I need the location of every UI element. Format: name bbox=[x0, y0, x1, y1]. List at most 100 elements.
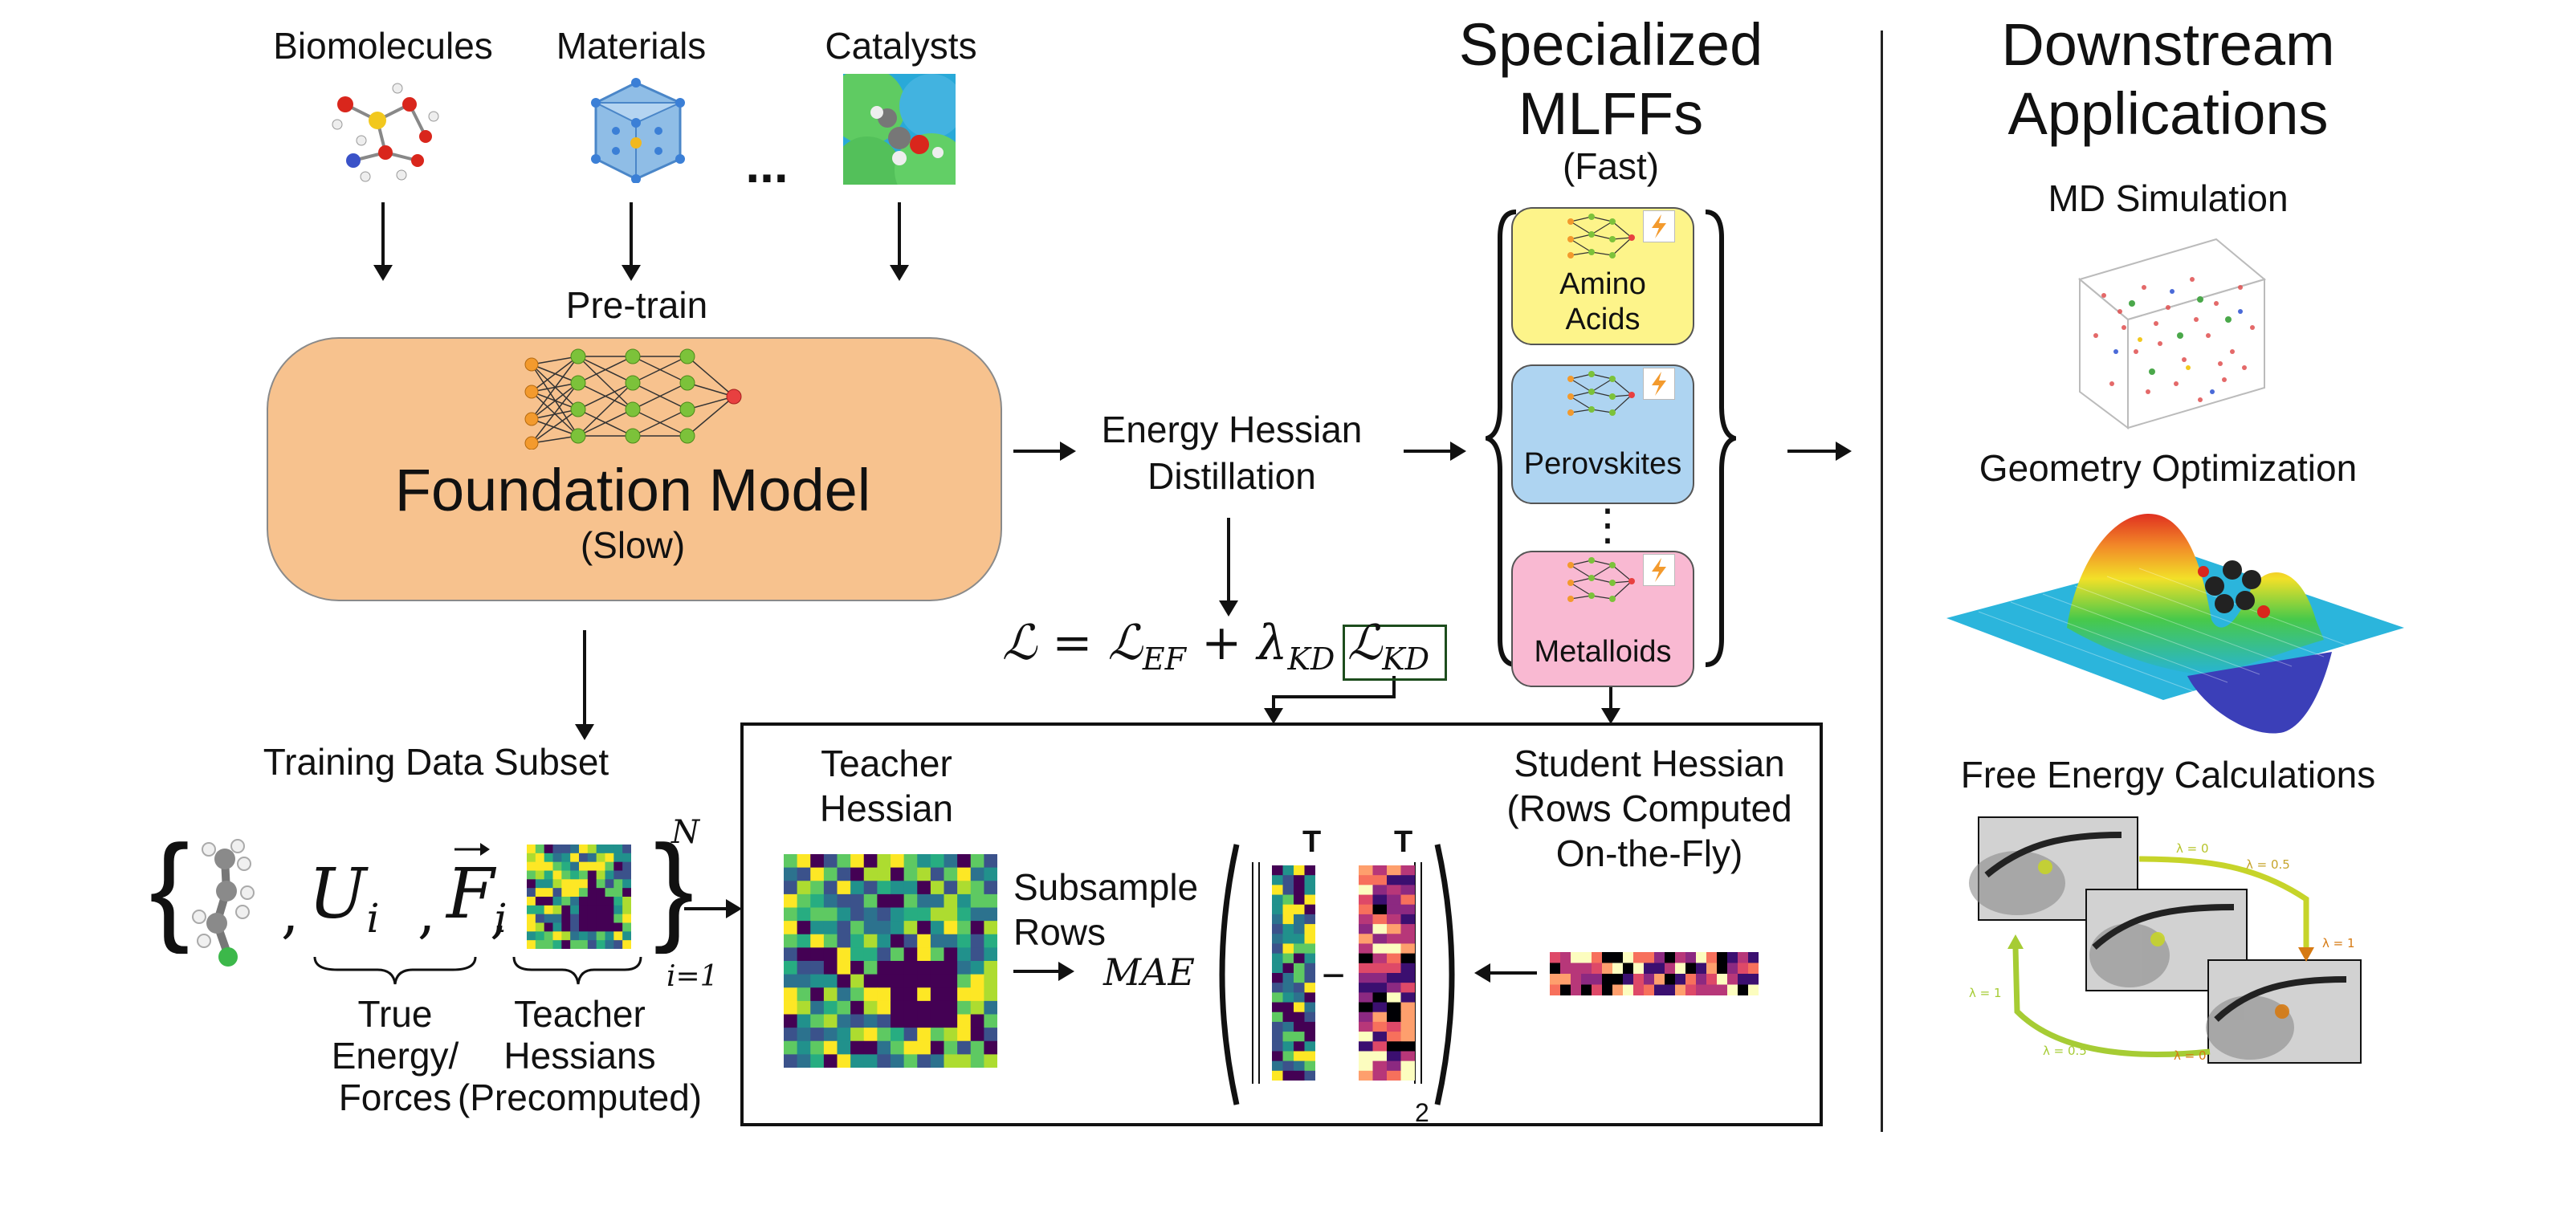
teacher-hessian-cell bbox=[877, 921, 891, 935]
teacher-hessian-cell bbox=[837, 1000, 851, 1016]
student-row-cell bbox=[1400, 924, 1415, 934]
student-row-cell bbox=[1359, 914, 1373, 925]
teacher-row-cell bbox=[1304, 1002, 1315, 1013]
teacher-row-cell bbox=[1272, 1060, 1283, 1072]
teacher-hessian-cell bbox=[957, 1014, 972, 1028]
small-hessian-cell bbox=[552, 905, 562, 915]
mlff-network-icon-3 bbox=[1567, 557, 1635, 602]
teacher-hessian-cell bbox=[823, 987, 838, 1002]
teacher-hessian-cell bbox=[903, 974, 918, 988]
small-hessian-cell bbox=[605, 870, 614, 880]
teacher-row-cell bbox=[1282, 1032, 1294, 1042]
teacher-hessian-cell bbox=[850, 1000, 865, 1016]
small-hessian-cell bbox=[535, 931, 545, 941]
geometry-optimization-image bbox=[1946, 513, 2404, 734]
teacher-hessian-cell bbox=[797, 854, 811, 869]
small-hessian-cell bbox=[579, 845, 589, 854]
teacher-hessian-cell bbox=[944, 921, 958, 935]
student-row-cell bbox=[1359, 973, 1373, 983]
teacher-row-cell bbox=[1294, 983, 1305, 993]
student-row-cell bbox=[1359, 894, 1373, 906]
loss-lambda: λ bbox=[1257, 615, 1288, 671]
student-strip-cell bbox=[1665, 984, 1676, 995]
small-hessian-cell bbox=[570, 870, 580, 880]
teacher-hessian-cell bbox=[917, 974, 931, 988]
teacher-hessian-cell bbox=[810, 1028, 825, 1042]
teacher-row-cell bbox=[1304, 1041, 1315, 1052]
student-strip-cell bbox=[1581, 952, 1592, 963]
teacher-row-cell bbox=[1304, 894, 1315, 906]
teacher-row-cell bbox=[1304, 1060, 1315, 1072]
student-strip-cell bbox=[1612, 963, 1624, 975]
small-hessian-cell bbox=[535, 861, 545, 871]
teacher-hessian-cell bbox=[797, 961, 811, 975]
teacher-hessian-cell bbox=[797, 1028, 811, 1042]
student-row-cell bbox=[1359, 1011, 1373, 1023]
teacher-hessian-cell bbox=[891, 1040, 905, 1055]
small-hessian-cell bbox=[596, 861, 605, 871]
teacher-hessian-cell bbox=[823, 893, 838, 909]
student-row-cell bbox=[1400, 875, 1415, 885]
student-strip-cell bbox=[1685, 952, 1697, 963]
foundation-network-icon bbox=[524, 348, 742, 450]
student-strip-cell bbox=[1623, 963, 1634, 975]
teacher-row-cell bbox=[1294, 992, 1305, 1003]
student-strip-cell bbox=[1644, 963, 1655, 975]
teacher-hessian-cell bbox=[930, 907, 945, 922]
small-hessian-cell bbox=[605, 879, 614, 889]
teacher-hessian-cell bbox=[957, 961, 972, 975]
student-strip-cell bbox=[1581, 963, 1592, 975]
teacher-hessian-cell bbox=[984, 867, 997, 881]
set-lower-limit: i=1 bbox=[666, 960, 719, 993]
teacher-hessian-cell bbox=[957, 987, 972, 1002]
student-strip-cell bbox=[1571, 952, 1582, 963]
teacher-hessian-cell bbox=[891, 893, 905, 909]
training-molecule-image bbox=[192, 839, 255, 967]
teacher-hessian-cell bbox=[903, 893, 918, 909]
teacher-row-cell bbox=[1304, 1051, 1315, 1062]
student-row-cell bbox=[1359, 1051, 1373, 1062]
small-hessian-cell bbox=[605, 888, 614, 897]
teacher-hessian-cell bbox=[837, 1028, 851, 1042]
teacher-hessian-cell bbox=[837, 867, 851, 881]
teacher-row-cell bbox=[1294, 934, 1305, 944]
small-hessian-cell bbox=[579, 940, 589, 949]
teacher-row-cell bbox=[1304, 983, 1315, 993]
student-row-cell bbox=[1372, 875, 1388, 885]
teacher-row-cell bbox=[1294, 904, 1305, 915]
teacher-hessian-cell bbox=[930, 961, 945, 975]
teacher-hessian-cell bbox=[903, 1000, 918, 1016]
student-row-cell bbox=[1359, 1041, 1373, 1052]
small-hessian-cell bbox=[605, 853, 614, 863]
teacher-hessian-cell bbox=[784, 947, 798, 962]
small-hessian-cell bbox=[570, 853, 580, 863]
student-strip-cell bbox=[1696, 974, 1707, 985]
small-hessian-cell bbox=[622, 940, 631, 949]
small-hessian-cell bbox=[622, 897, 631, 906]
teacher-hessian-cell bbox=[917, 907, 931, 922]
teacher-hessian-cell bbox=[837, 921, 851, 935]
small-hessian-cell bbox=[605, 922, 614, 932]
small-hessian-cell bbox=[535, 914, 545, 923]
student-strip-cell bbox=[1717, 984, 1728, 995]
student-strip-cell bbox=[1602, 963, 1613, 975]
student-strip-cell bbox=[1748, 974, 1759, 985]
small-hessian-cell bbox=[605, 845, 614, 854]
teacher-hessian-cell bbox=[797, 974, 811, 988]
small-hessian-cell bbox=[596, 845, 605, 854]
small-hessian-cell bbox=[613, 888, 623, 897]
student-row-cell bbox=[1387, 983, 1401, 993]
inputs-ellipsis: ... bbox=[745, 136, 789, 193]
training-data-title: Training Data Subset bbox=[263, 741, 609, 783]
teacher-row-cell bbox=[1272, 924, 1283, 934]
small-hessian-cell bbox=[587, 888, 597, 897]
teacher-hessian-cell bbox=[957, 921, 972, 935]
student-strip-cell bbox=[1550, 974, 1561, 985]
teacher-hessian-cell bbox=[784, 1040, 798, 1055]
student-transpose-T: T bbox=[1394, 825, 1413, 859]
small-hessian-cell bbox=[552, 940, 562, 949]
teacher-row-cell bbox=[1294, 865, 1305, 876]
student-strip-cell bbox=[1602, 974, 1613, 985]
student-strip-cell bbox=[1727, 974, 1738, 985]
teacher-hessian-cell bbox=[823, 961, 838, 975]
